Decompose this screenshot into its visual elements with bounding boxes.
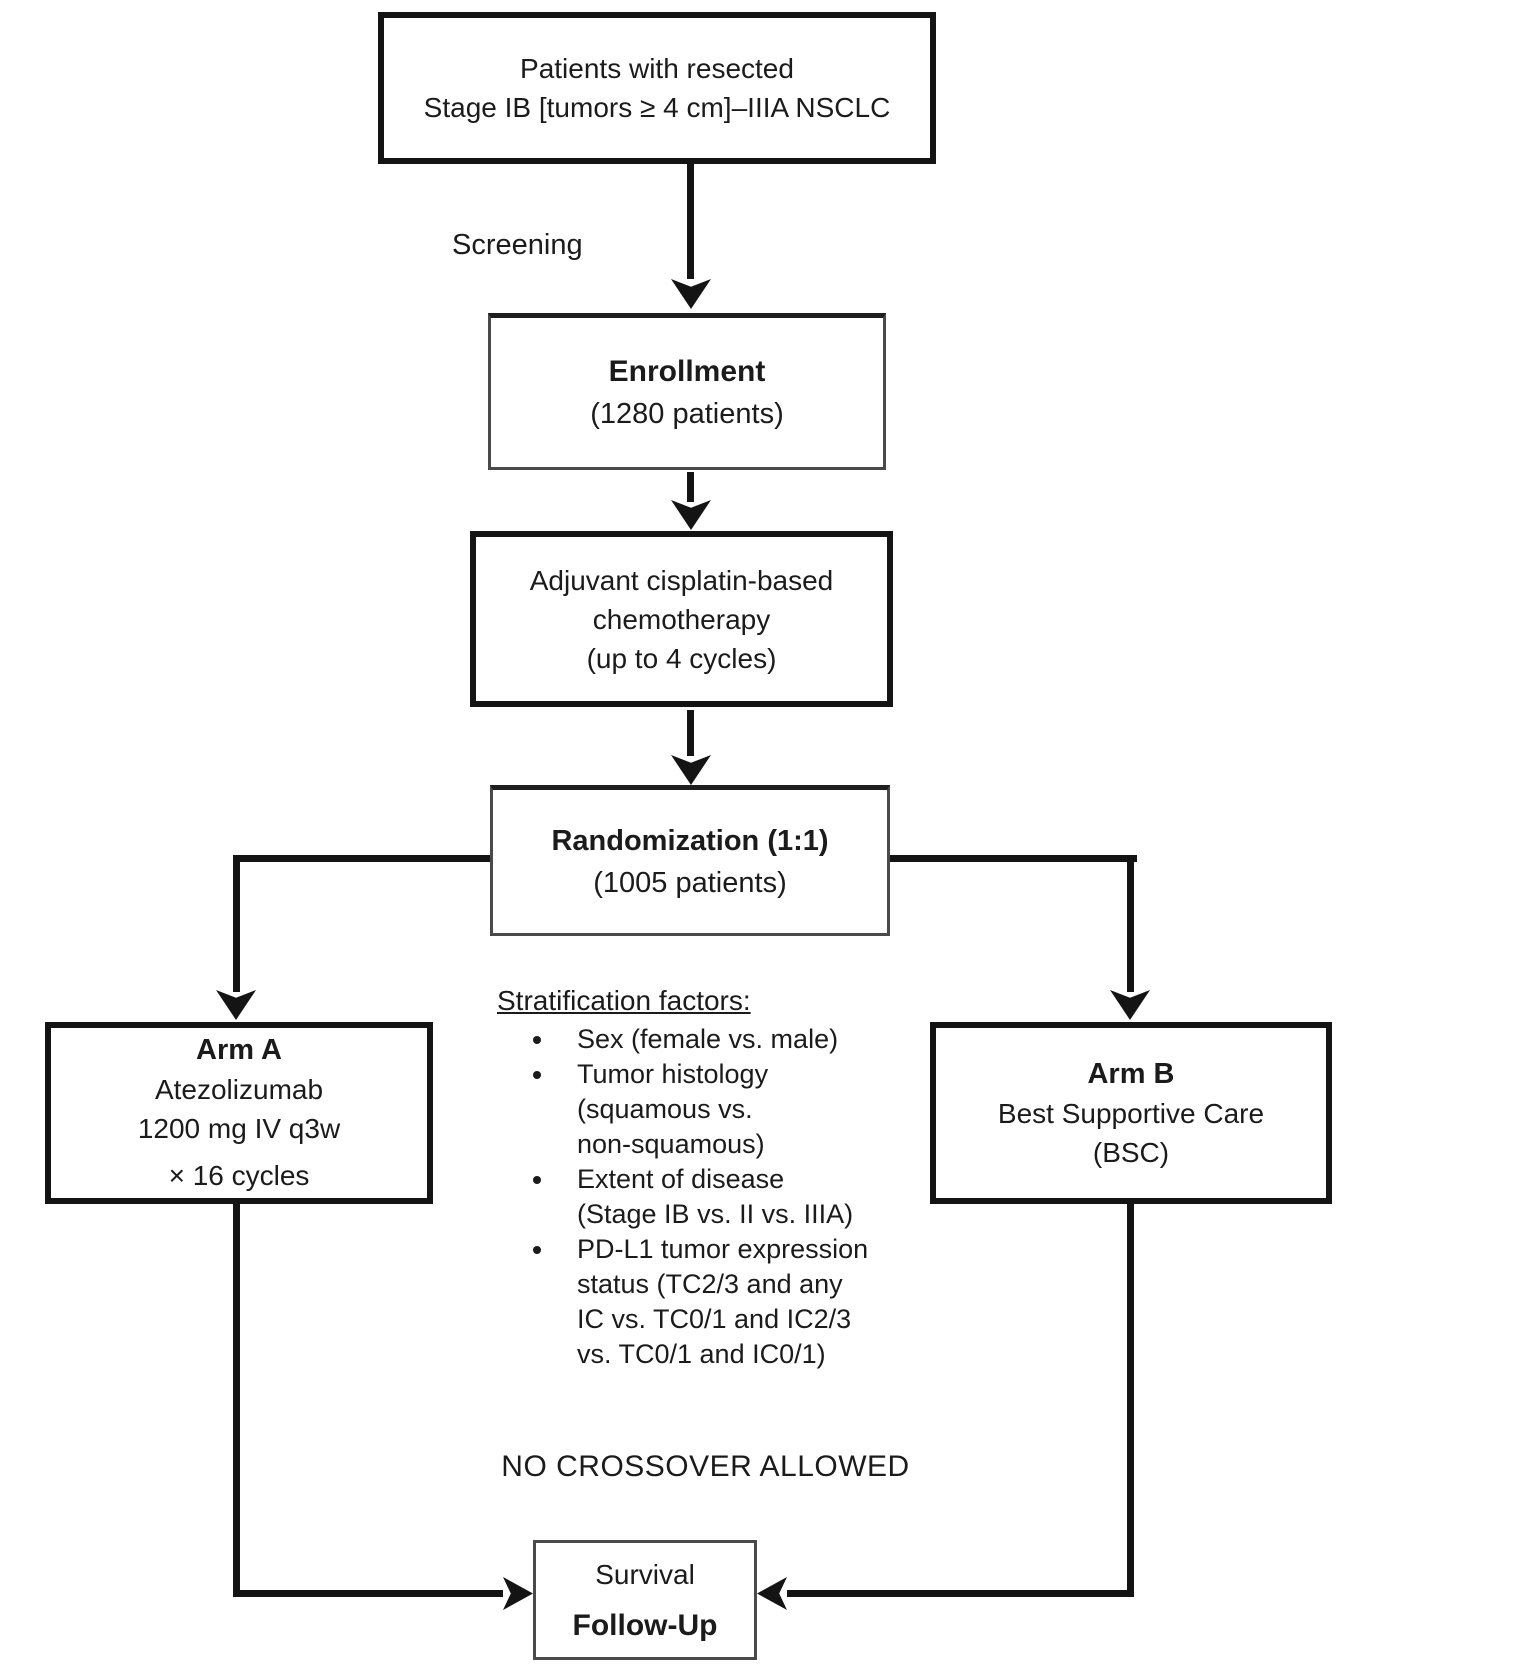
bullet-icon: [533, 1071, 541, 1079]
arrow-down-icon: [671, 500, 711, 530]
stratification-item-sex: Sex (female vs. male): [497, 1022, 947, 1057]
enrollment-box-subtitle: (1280 patients): [590, 397, 784, 430]
arrow-enrollment-to-chemo-line: [687, 472, 694, 502]
arrow-down-icon: [671, 279, 711, 309]
screening-label: Screening: [452, 229, 583, 261]
enrollment-box: Enrollment (1280 patients): [488, 313, 886, 470]
arm-a-box-title: Arm A: [196, 1034, 282, 1066]
stratification-item-histology: Tumor histology (squamous vs. non-squamo…: [497, 1057, 947, 1162]
patients-box-line2: Stage IB [tumors ≥ 4 cm]–IIIA NSCLC: [423, 92, 891, 123]
chemotherapy-box-line3: (up to 4 cycles): [586, 642, 777, 674]
survival-box-line1: Survival: [595, 1559, 695, 1590]
arm-a-box-line2: Atezolizumab: [154, 1074, 324, 1105]
randomization-box-subtitle: (1005 patients): [593, 866, 787, 899]
branch-left-vertical-line: [233, 855, 240, 992]
arrow-right-icon: [503, 1577, 533, 1610]
patients-box-line1: Patients with resected: [520, 53, 794, 84]
stratification-heading: Stratification factors:: [497, 985, 751, 1016]
chemotherapy-box-line2: chemotherapy: [592, 603, 771, 635]
randomization-box: Randomization (1:1) (1005 patients): [490, 785, 890, 936]
arm-b-box-line2: Best Supportive Care: [997, 1097, 1265, 1129]
arm-b-box: Arm B Best Supportive Care (BSC): [930, 1022, 1332, 1204]
bullet-icon: [533, 1036, 541, 1044]
arm-a-to-survival-horizontal-line: [233, 1590, 503, 1597]
branch-right-horizontal-line: [890, 855, 1137, 862]
arm-a-box: Arm A Atezolizumab 1200 mg IV q3w × 16 c…: [45, 1022, 433, 1204]
arm-a-box-line4: × 16 cycles: [168, 1160, 310, 1191]
randomization-box-title: Randomization (1:1): [551, 824, 829, 857]
no-crossover-label: NO CROSSOVER ALLOWED: [501, 1450, 910, 1483]
arm-b-to-survival-vertical-line: [1127, 1204, 1134, 1597]
arm-b-box-title: Arm B: [1087, 1057, 1175, 1090]
arrow-down-icon: [1110, 990, 1150, 1020]
patients-box: Patients with resected Stage IB [tumors …: [378, 12, 936, 164]
stratification-factors: Stratification factors: Sex (female vs. …: [497, 983, 947, 1372]
bullet-icon: [533, 1246, 541, 1254]
arrow-down-icon: [671, 755, 711, 785]
stratification-item-pdl1: PD-L1 tumor expression status (TC2/3 and…: [497, 1232, 947, 1372]
chemotherapy-box: Adjuvant cisplatin-based chemotherapy (u…: [470, 531, 893, 707]
arrow-patients-to-enrollment-line: [687, 164, 694, 279]
arm-b-box-line3: (BSC): [1092, 1136, 1170, 1168]
survival-box: Survival Follow-Up: [533, 1540, 757, 1660]
enrollment-box-title: Enrollment: [608, 354, 766, 388]
arrow-left-icon: [757, 1577, 787, 1610]
arm-a-box-line3: 1200 mg IV q3w: [137, 1113, 341, 1144]
arm-b-to-survival-horizontal-line: [787, 1590, 1134, 1597]
stratification-item-extent: Extent of disease (Stage IB vs. II vs. I…: [497, 1162, 947, 1232]
arrow-chemo-to-randomization-line: [687, 710, 694, 756]
branch-right-vertical-line: [1127, 855, 1134, 992]
bullet-icon: [533, 1176, 541, 1184]
survival-box-line2: Follow-Up: [572, 1609, 718, 1642]
arm-a-to-survival-vertical-line: [233, 1204, 240, 1597]
branch-left-horizontal-line: [233, 855, 490, 862]
arrow-down-icon: [216, 990, 256, 1020]
chemotherapy-box-line1: Adjuvant cisplatin-based: [529, 564, 834, 596]
